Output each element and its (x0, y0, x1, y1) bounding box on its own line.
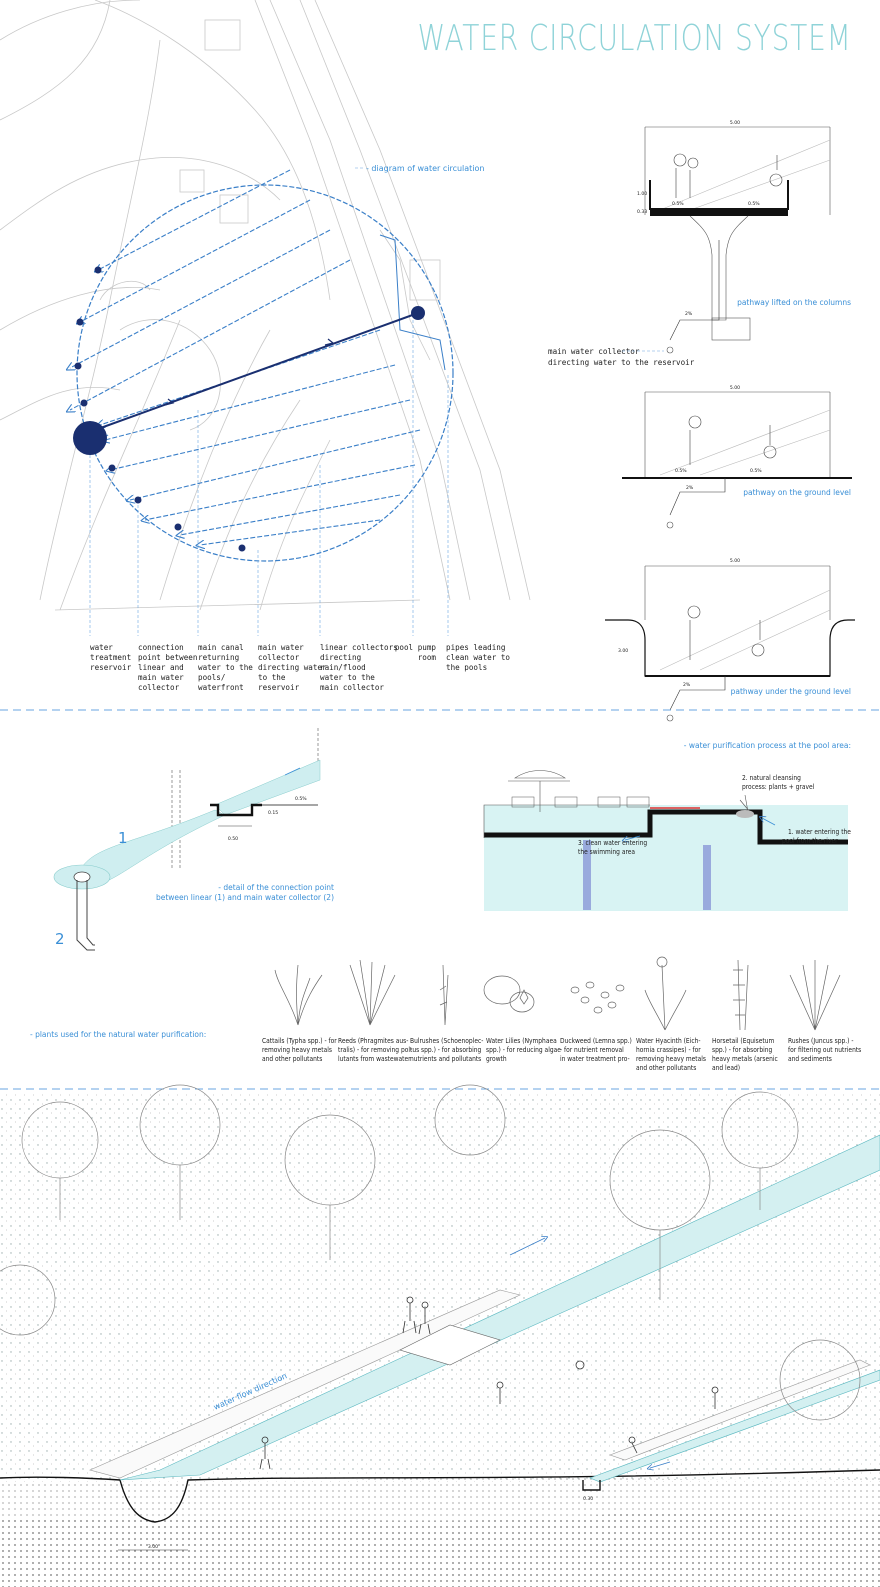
svg-text:directing water to the reservo: directing water to the reservoir (548, 358, 695, 367)
slope-label: 0.5% (672, 201, 684, 207)
plants-caption: - plants used for the natural water puri… (30, 1030, 206, 1039)
cattail-icon (274, 964, 323, 1026)
diagram-caption: - diagram of water circulation (366, 164, 484, 173)
water-lily-icon (483, 975, 535, 1013)
section-under: 5.00 3.00 2% (605, 558, 855, 722)
dimension-label: 5.00 (730, 385, 740, 391)
slope-label: 2% (683, 682, 691, 688)
connection-points (73, 266, 425, 552)
main-collector-ring (76, 184, 454, 562)
svg-text:- detail of the connection poi: - detail of the connection point (218, 883, 334, 892)
collector-number: 2 (55, 930, 65, 948)
section-columns: 5.00 1.00 0.33 0.5% 0.5% 2% (637, 120, 831, 354)
purification-caption: - water purification process at the pool… (684, 741, 851, 750)
main-canal (94, 312, 419, 431)
section-caption-columns: pathway lifted on the columns (737, 298, 851, 307)
rushes-icon (789, 960, 841, 1031)
bulrush-icon (439, 964, 449, 1026)
dimension-label: 0.15 (268, 810, 278, 816)
dimension-label: 0.30 (583, 1496, 593, 1502)
slope-label: 0.5% (750, 468, 762, 474)
legend-leaders (89, 167, 449, 636)
pool-section (483, 770, 848, 911)
dimension-label: 1.00 (637, 191, 647, 197)
svg-text:between linear (1) and main wa: between linear (1) and main water collec… (156, 893, 334, 902)
site-map (0, 0, 531, 611)
dimension-label: 3.00 (618, 648, 628, 654)
section-caption-ground: pathway on the ground level (743, 488, 851, 497)
pool-step-3: 3. clean water entering the swimming are… (578, 839, 647, 856)
pipes-to-pools (379, 234, 446, 371)
section-ground: 5.00 0.5% 0.5% 2% (622, 385, 852, 529)
duckweed-icon (570, 981, 625, 1014)
pool-step-1: 1. water entering the pool from the rive… (782, 828, 851, 845)
plant-label: Water Hyacinth (Eich-hornia crassipes) -… (636, 1037, 706, 1072)
svg-text:2. natural cleansing: 2. natural cleansing (742, 774, 801, 782)
dimension-label: 3.00 (148, 1544, 158, 1550)
slope-label: 0.5% (295, 796, 307, 802)
reeds-icon (349, 959, 396, 1026)
aerial-view: water flow direction 3.00 0.30 (0, 1084, 880, 1587)
collector-number: 1 (118, 829, 128, 847)
dimension-label: 0.50 (228, 836, 238, 842)
plant-label: Reeds (Phragmites aus-tralis) - for remo… (338, 1037, 412, 1063)
linear-collectors (70, 169, 421, 545)
page-title: WATER CIRCULATION SYSTEM (417, 18, 852, 59)
pool-pump-room (411, 306, 425, 320)
svg-text:pool from the river: pool from the river (782, 837, 838, 845)
plant-label: Bulrushes (Schoenoplec-tus spp.) - for a… (410, 1037, 483, 1063)
collector-note: main water collector directing water to … (548, 347, 695, 367)
svg-text:the swimming area: the swimming area (578, 848, 635, 856)
dimension-label: 5.00 (730, 558, 740, 564)
svg-text:main water collector: main water collector (548, 347, 640, 356)
slope-label: 0.5% (675, 468, 687, 474)
svg-text:3. clean water entering: 3. clean water entering (578, 839, 647, 847)
pool-step-2: 2. natural cleansing process: plants + g… (742, 774, 815, 791)
svg-text:1. water entering the: 1. water entering the (788, 828, 851, 836)
dimension-label: 5.00 (730, 120, 740, 126)
plant-label: Duckweed (Lemna spp.)- for nutrient remo… (560, 1037, 632, 1063)
plant-icons (274, 956, 841, 1031)
slope-label: 2% (685, 311, 693, 317)
horsetail-icon (733, 959, 749, 1031)
slope-label: 0.5% (748, 201, 760, 207)
svg-text:process: plants + gravel: process: plants + gravel (742, 783, 815, 791)
dimension-label: 0.33 (637, 209, 647, 215)
detail-caption: - detail of the connection point between… (156, 883, 334, 902)
water-hyacinth-icon (644, 956, 687, 1031)
plant-label: Rushes (Juncus spp.) -for filtering out … (788, 1037, 861, 1063)
section-caption-under: pathway under the ground level (731, 687, 851, 696)
connection-detail: 0.5% 0.15 0.50 1 2 (53, 728, 321, 951)
slope-label: 2% (686, 485, 694, 491)
water-treatment-reservoir (73, 421, 107, 455)
